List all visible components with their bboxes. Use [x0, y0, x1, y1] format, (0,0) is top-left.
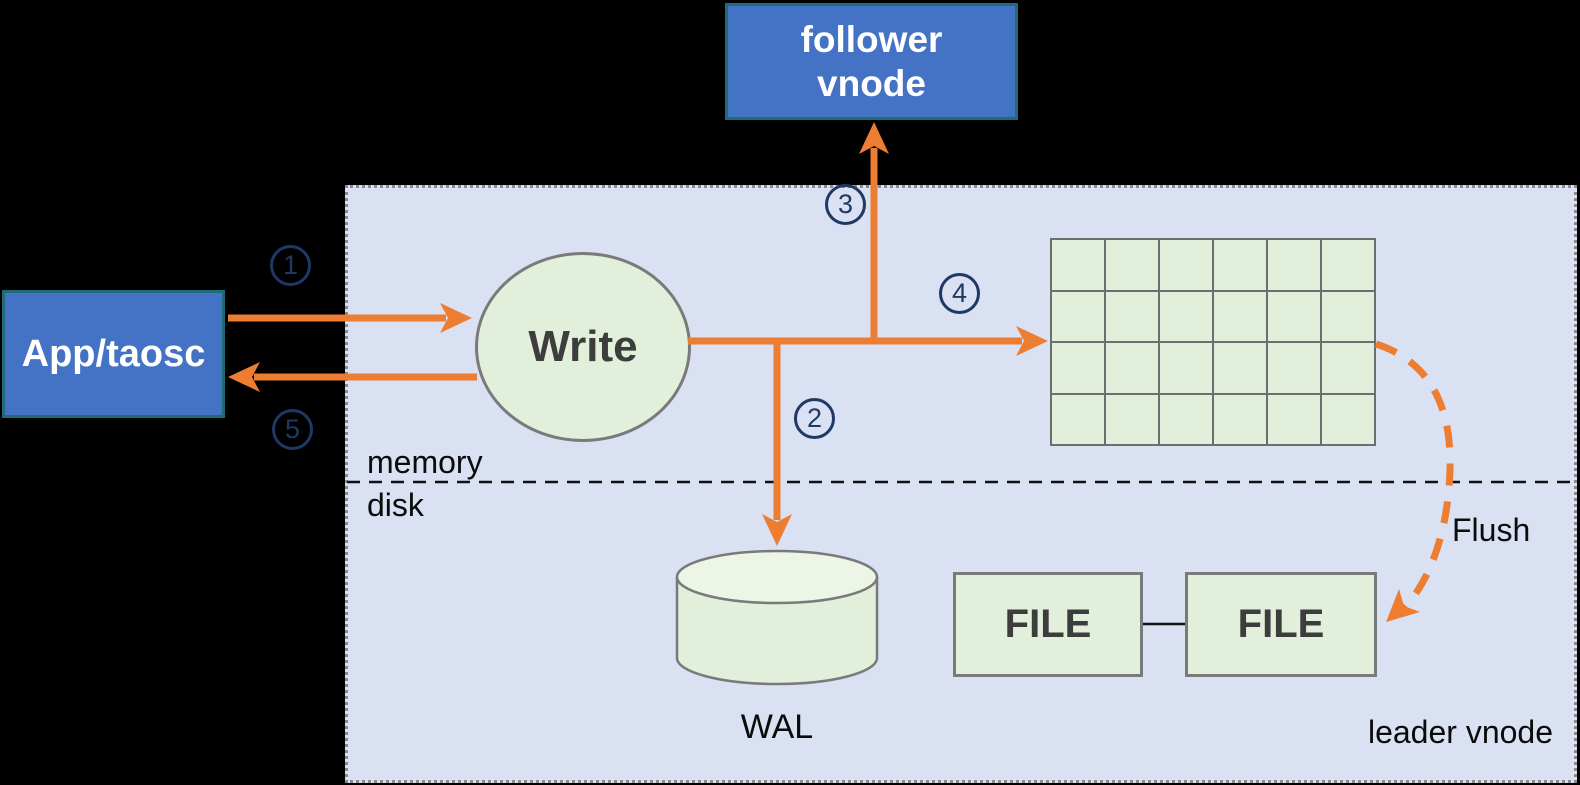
arrow-step5-head [228, 362, 260, 392]
memtable-cell [1322, 240, 1374, 290]
memtable-cell [1214, 291, 1266, 341]
memtable-cell [1052, 394, 1104, 444]
memtable-cell [1322, 394, 1374, 444]
follower-vnode-label-line2: vnode [817, 62, 926, 104]
file-box-2: FILE [1185, 572, 1377, 677]
memtable-cell [1268, 394, 1320, 444]
arrow-step3-head [859, 122, 889, 154]
step-badge-2: 2 [794, 398, 835, 439]
memtable-cell [1160, 240, 1212, 290]
step-badge-3: 3 [825, 184, 866, 225]
memtable-cell [1214, 343, 1266, 393]
write-label: Write [528, 322, 638, 371]
flush-label: Flush [1452, 512, 1531, 548]
file-box-1: FILE [953, 572, 1143, 677]
file-2-label: FILE [1237, 602, 1325, 646]
memtable-cell [1052, 291, 1104, 341]
leader-vnode-label: leader vnode [1367, 714, 1553, 750]
memtable-cell [1052, 343, 1104, 393]
memtable-cell [1214, 240, 1266, 290]
memtable-cell [1268, 291, 1320, 341]
app-taosc-node: App/taosc [2, 290, 225, 418]
wal-label: WAL [740, 708, 814, 746]
follower-vnode-node: follower vnode [725, 3, 1018, 120]
memtable-cell [1322, 291, 1374, 341]
memtable-cell [1268, 240, 1320, 290]
memtable-cell [1052, 240, 1104, 290]
memtable-cell [1268, 343, 1320, 393]
memtable-cell [1106, 291, 1158, 341]
memtable-grid [1050, 238, 1376, 446]
step-badge-4: 4 [939, 273, 980, 314]
memtable-cell [1160, 343, 1212, 393]
app-taosc-label: App/taosc [21, 332, 206, 375]
step-badge-1: 1 [270, 245, 311, 286]
follower-vnode-label-line1: follower [800, 18, 943, 60]
write-node: Write [475, 252, 691, 442]
file-1-label: FILE [1004, 602, 1092, 646]
disk-label: disk [367, 487, 424, 523]
memtable-cell [1214, 394, 1266, 444]
memtable-cell [1160, 394, 1212, 444]
memtable-cell [1322, 343, 1374, 393]
memtable-cell [1106, 394, 1158, 444]
memtable-cell [1106, 240, 1158, 290]
memtable-cell [1106, 343, 1158, 393]
memory-label: memory [367, 444, 483, 480]
step-badge-5: 5 [272, 409, 313, 450]
memtable-cell [1160, 291, 1212, 341]
